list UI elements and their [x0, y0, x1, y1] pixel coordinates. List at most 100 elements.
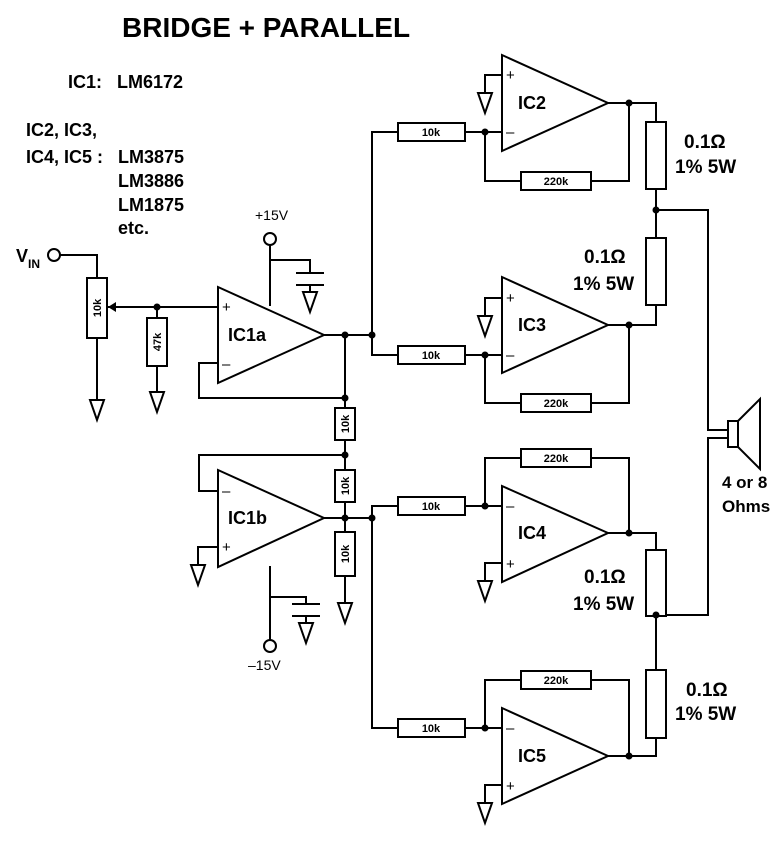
part-etc: etc. — [118, 218, 149, 238]
pot-wiper-arrow — [108, 302, 116, 312]
ballast-ic2-spec: 1% 5W — [675, 157, 736, 178]
vminus-label: –15V — [248, 657, 281, 673]
ground-icon — [148, 391, 166, 416]
resistor-47k-label: 47k — [152, 332, 164, 351]
ic3-label: IC3 — [518, 315, 546, 335]
junction-dot — [625, 752, 633, 760]
speaker-icon — [727, 396, 761, 472]
ic2-label: IC2 — [518, 93, 546, 113]
opamp-ic3 — [501, 275, 611, 375]
ballast-ic3-spec: 1% 5W — [573, 274, 634, 295]
resistor-ic3-feedback-label: 220k — [544, 398, 569, 410]
ballast-resistor-ic4 — [645, 549, 667, 617]
divider-resistor-top-label: 10k — [340, 414, 352, 433]
divider-resistor-bottom-label: 10k — [340, 544, 352, 563]
ballast-resistor-ic3 — [645, 237, 667, 306]
ballast-resistor-ic5 — [645, 669, 667, 739]
ic2-5-label-line1: IC2, IC3, — [26, 120, 97, 140]
part-lm3875: LM3875 — [118, 147, 184, 167]
resistor-ic3-feedback — [520, 393, 592, 413]
input-wires — [59, 254, 219, 401]
resistor-ic3-input-label: 10k — [422, 350, 441, 362]
junction-dot — [625, 529, 633, 537]
vin-terminal — [47, 248, 61, 262]
pin-minus: – — [506, 124, 515, 141]
title: BRIDGE + PARALLEL — [122, 12, 410, 43]
pot-10k — [86, 277, 108, 339]
junction-dot — [341, 331, 349, 339]
resistor-ic3-input — [397, 345, 466, 365]
junction-dot — [625, 321, 633, 329]
ballast-ic2-value: 0.1Ω — [684, 132, 726, 153]
ground-icon — [301, 291, 319, 316]
ic5-label: IC5 — [518, 746, 546, 766]
pin-minus: – — [506, 347, 515, 364]
opamp-ic1a — [217, 285, 327, 385]
resistor-ic4-input — [397, 496, 466, 516]
junction-dot — [481, 502, 489, 510]
pin-minus: – — [222, 483, 231, 500]
ground-icon — [336, 602, 354, 627]
ballast-ic4-spec: 1% 5W — [573, 594, 634, 615]
ballast-resistor-ic2 — [645, 121, 667, 190]
resistor-47k — [146, 317, 168, 367]
speaker-impedance-line2: Ohms — [722, 497, 770, 516]
pin-plus: + — [222, 539, 231, 556]
ic3-wires — [464, 297, 657, 404]
pin-minus: – — [222, 356, 231, 373]
vminus-terminal — [263, 639, 277, 653]
junction-dot — [481, 128, 489, 136]
resistor-ic5-feedback-label: 220k — [544, 675, 569, 687]
junction-dot — [341, 514, 349, 522]
ground-icon — [476, 315, 494, 340]
divider-resistor-mid-label: 10k — [340, 476, 352, 495]
ground-icon — [476, 802, 494, 827]
decoupling-capacitor — [292, 603, 320, 617]
resistor-ic2-input-label: 10k — [422, 127, 441, 139]
junction-dot — [481, 724, 489, 732]
input-bus-wires — [371, 131, 399, 729]
ballast-ic5-spec: 1% 5W — [675, 704, 736, 725]
part-lm3886: LM3886 — [118, 171, 184, 191]
ic4-wires — [464, 457, 657, 582]
junction-dot — [341, 451, 349, 459]
part-lm1875: LM1875 — [118, 195, 184, 215]
ic2-5-label-line2: IC4, IC5 : — [26, 147, 103, 167]
resistor-ic5-feedback — [520, 670, 592, 690]
ground-icon — [476, 580, 494, 605]
pot-10k-label: 10k — [92, 298, 104, 317]
ic1-part: LM6172 — [117, 72, 183, 92]
speaker-impedance-line1: 4 or 8 — [722, 473, 767, 492]
junction-dot — [652, 206, 660, 214]
ic4-label: IC4 — [518, 523, 546, 543]
opamp-ic1b — [217, 468, 327, 569]
ballast-ic5-value: 0.1Ω — [686, 680, 728, 701]
ground-icon — [297, 622, 315, 647]
pin-plus: + — [222, 299, 231, 316]
vplus-label: +15V — [255, 207, 289, 223]
resistor-ic5-input — [397, 718, 466, 738]
decoupling-capacitor — [296, 272, 324, 286]
opamp-ic2 — [501, 53, 611, 153]
ic1a-label: IC1a — [228, 325, 267, 345]
opamp-ic5 — [501, 706, 611, 806]
resistor-ic2-feedback — [520, 171, 592, 191]
vin-subscript: IN — [28, 257, 40, 271]
pin-minus: – — [506, 720, 515, 737]
ic2-wires — [464, 74, 657, 182]
ground-icon — [476, 92, 494, 117]
ic1b-label: IC1b — [228, 508, 267, 528]
resistor-ic4-feedback-label: 220k — [544, 453, 569, 465]
pin-plus: + — [506, 67, 515, 84]
junction-dot — [481, 351, 489, 359]
resistor-ic5-input-label: 10k — [422, 723, 441, 735]
ic1b-wires — [197, 454, 373, 641]
ic1-label: IC1: — [68, 72, 102, 92]
opamp-ic4 — [501, 484, 611, 584]
ground-icon — [88, 399, 106, 424]
ballast-ic3-value: 0.1Ω — [584, 247, 626, 268]
resistor-ic2-input — [397, 122, 466, 142]
ground-icon — [189, 564, 207, 589]
resistor-ic4-feedback — [520, 448, 592, 468]
ballast-ic4-value: 0.1Ω — [584, 567, 626, 588]
